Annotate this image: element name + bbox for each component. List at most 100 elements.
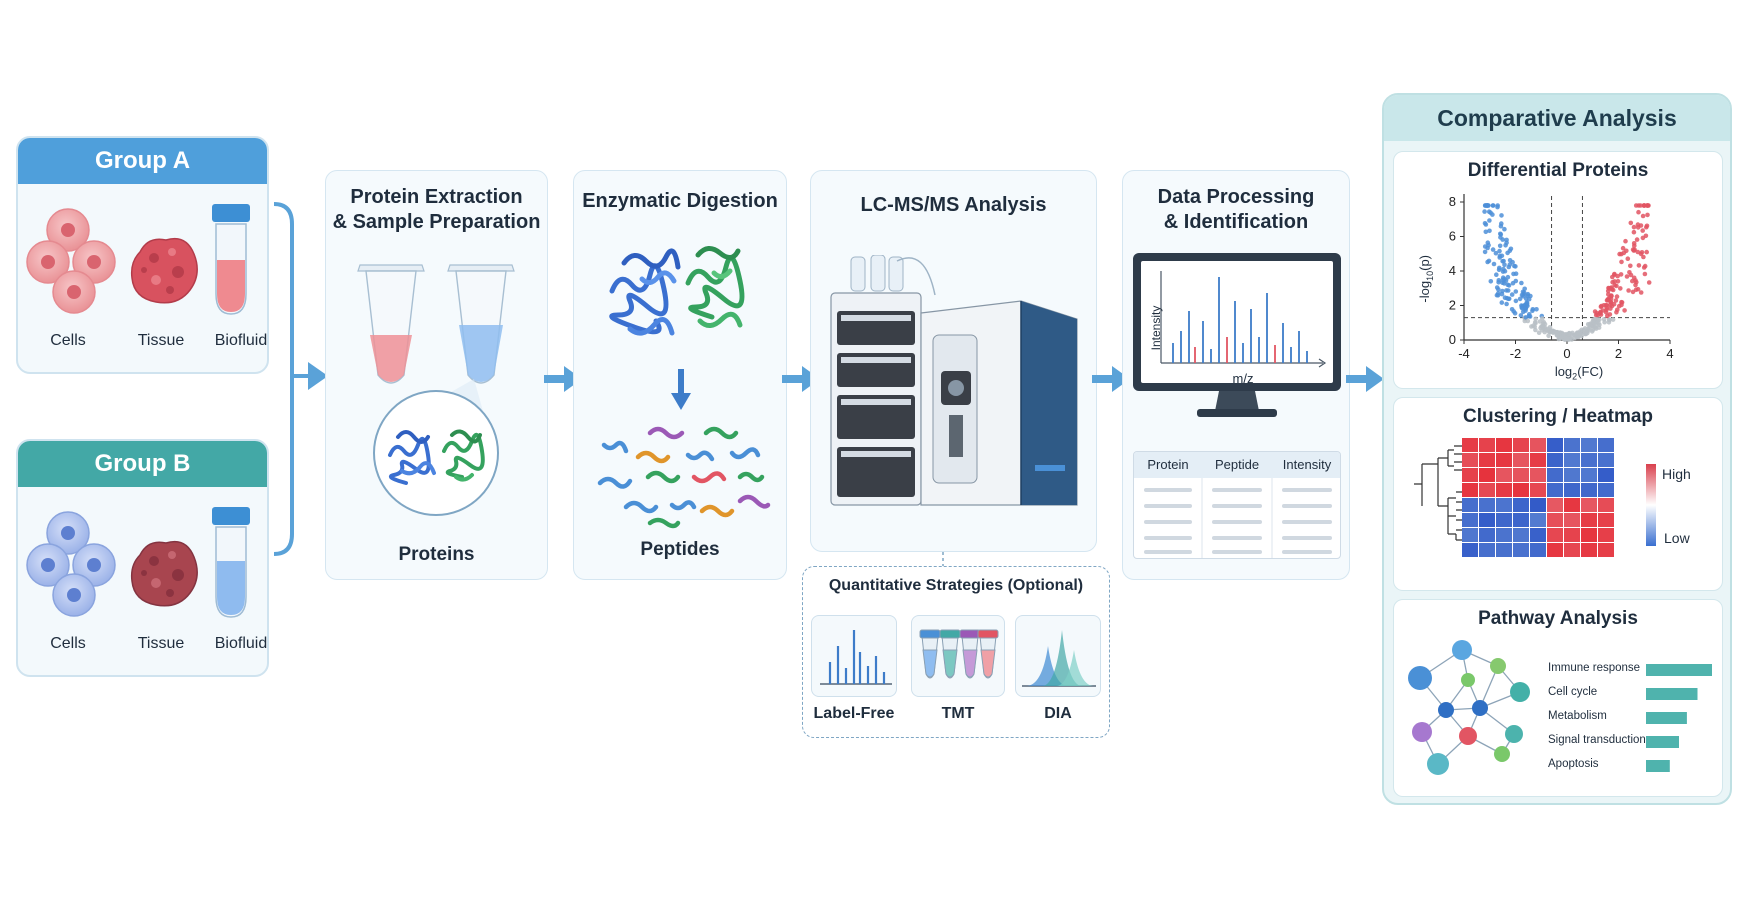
- tmt-tubes-icon: [919, 629, 999, 679]
- volcano-point: [1617, 251, 1622, 257]
- heatmap-cell: [1581, 513, 1597, 527]
- volcano-point: [1485, 240, 1491, 245]
- heatmap-cell: [1530, 543, 1546, 557]
- quant-connector-line: [942, 552, 944, 568]
- heatmap-cell: [1462, 528, 1478, 542]
- heatmap-cell: [1462, 438, 1478, 452]
- table-col-peptide: Peptide: [1214, 457, 1260, 472]
- heatmap-cell: [1564, 498, 1580, 512]
- heatmap-cell: [1581, 498, 1597, 512]
- group-a-tissue-label: Tissue: [137, 332, 185, 349]
- heatmap-cell: [1598, 468, 1614, 482]
- pathway-network-icon: [1408, 640, 1530, 775]
- volcano-point: [1507, 262, 1513, 267]
- volcano-point: [1615, 279, 1621, 284]
- volcano-point: [1615, 273, 1620, 279]
- heatmap-cell: [1564, 438, 1580, 452]
- volcano-point: [1493, 250, 1499, 256]
- volcano-point: [1502, 262, 1507, 268]
- heatmap-cell: [1462, 513, 1478, 527]
- heatmap-cell: [1496, 543, 1512, 557]
- comparative-analysis-title: Comparative Analysis: [1384, 95, 1730, 141]
- heatmap-cell: [1479, 498, 1495, 512]
- volcano-point: [1631, 224, 1637, 230]
- pathway-bar: [1646, 688, 1698, 700]
- volcano-point: [1519, 280, 1524, 286]
- heatmap-cell: [1598, 438, 1614, 452]
- heatmap-cell: [1496, 528, 1512, 542]
- volcano-point: [1609, 286, 1615, 292]
- volcano-point: [1628, 263, 1633, 269]
- volcano-point: [1626, 288, 1631, 293]
- volcano-point: [1488, 210, 1493, 215]
- volcano-point: [1494, 292, 1500, 298]
- heatmap-cell: [1547, 498, 1563, 512]
- volcano-point: [1589, 329, 1595, 334]
- protein-structure-icon: [609, 246, 745, 336]
- heatmap-cell: [1581, 438, 1597, 452]
- results-table-header: [1134, 452, 1340, 478]
- volcano-point: [1488, 279, 1494, 284]
- volcano-point: [1483, 229, 1489, 235]
- volcano-point: [1578, 332, 1583, 337]
- volcano-xlabel-end: (FC): [1577, 364, 1604, 379]
- volcano-point: [1627, 270, 1632, 275]
- volcano-point: [1499, 221, 1504, 226]
- volcano-point: [1498, 232, 1504, 237]
- heatmap-cell: [1513, 498, 1529, 512]
- quant-label-free-label: Label-Free: [813, 705, 895, 722]
- heatmap-cell: [1530, 453, 1546, 467]
- volcano-point: [1618, 286, 1623, 291]
- volcano-point: [1609, 293, 1614, 298]
- volcano-point: [1487, 218, 1492, 223]
- volcano-point: [1494, 272, 1499, 277]
- heatmap-cell: [1530, 483, 1546, 497]
- heatmap-cell: [1564, 453, 1580, 467]
- volcano-point: [1519, 305, 1524, 310]
- volcano-xlabel-sub: 2: [1572, 371, 1578, 382]
- volcano-point: [1640, 228, 1645, 233]
- volcano-point: [1497, 248, 1502, 254]
- heatmap-cell: [1479, 483, 1495, 497]
- volcano-y-tick-label: 2: [1449, 298, 1456, 313]
- heatmap-cell: [1462, 498, 1478, 512]
- group-b-cells-label: Cells: [50, 635, 86, 652]
- volcano-point: [1506, 296, 1512, 302]
- heatmap-cell: [1598, 483, 1614, 497]
- heatmap-cell: [1547, 483, 1563, 497]
- stage-digestion-caption: Peptides: [640, 539, 720, 560]
- volcano-xlabel-main: log: [1554, 364, 1573, 379]
- heatmap-title: Clustering / Heatmap: [1462, 406, 1654, 427]
- heatmap-cell: [1564, 483, 1580, 497]
- heatmap-cell: [1479, 513, 1495, 527]
- volcano-point: [1522, 305, 1528, 311]
- biofluid-tube-icon: [212, 507, 250, 618]
- heatmap-cell: [1598, 498, 1614, 512]
- heatmap-cell: [1479, 528, 1495, 542]
- volcano-point: [1504, 237, 1509, 243]
- pathway-term-3: Signal transduction: [1548, 734, 1646, 746]
- spectrum-xlabel: m/z: [1232, 371, 1254, 386]
- volcano-point: [1623, 238, 1628, 244]
- stage-digestion-title: Enzymatic Digestion: [582, 190, 778, 212]
- volcano-point: [1496, 278, 1502, 283]
- pathway-bar: [1646, 760, 1670, 772]
- heatmap-cell: [1598, 543, 1614, 557]
- volcano-point: [1583, 331, 1589, 337]
- heatmap-cell: [1564, 543, 1580, 557]
- heatmap-cell: [1462, 483, 1478, 497]
- label-free-spectrum-icon: [820, 630, 892, 685]
- volcano-point: [1497, 265, 1502, 271]
- volcano-point: [1517, 296, 1523, 302]
- heatmap-colorbar: [1646, 464, 1656, 546]
- heatmap-cell: [1496, 498, 1512, 512]
- volcano-point: [1634, 237, 1640, 242]
- table-placeholder-rows: [1144, 478, 1332, 558]
- volcano-point: [1610, 279, 1615, 285]
- volcano-point: [1636, 209, 1641, 215]
- heatmap-cell: [1462, 543, 1478, 557]
- quant-strategies-title: Quantitative Strategies (Optional): [828, 577, 1084, 594]
- volcano-point: [1541, 319, 1547, 325]
- mass-spectrometer-icon: [830, 255, 1078, 506]
- volcano-point: [1619, 259, 1624, 265]
